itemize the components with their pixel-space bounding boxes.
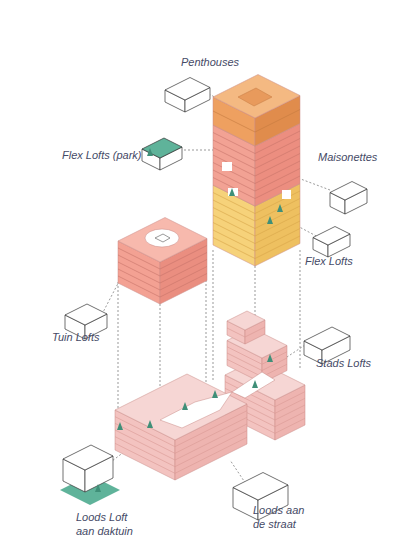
- roof-house: [155, 234, 170, 242]
- loggia: [282, 190, 291, 199]
- unit-icon-top: [65, 304, 107, 325]
- tower-yellow-floor-line: [213, 206, 300, 229]
- leader-line: [300, 250, 301, 370]
- roof-garden: [145, 229, 179, 247]
- base-block-floor-line: [115, 424, 247, 460]
- base-block-floor-line: [227, 347, 287, 365]
- tree: [252, 380, 258, 388]
- base-block-floor-line: [115, 437, 247, 473]
- tree: [117, 422, 123, 430]
- tuin-block-top: [118, 218, 207, 263]
- tuin-block-floor-line: [118, 267, 207, 291]
- base-block-top: [227, 311, 265, 330]
- unit-label: Maisonettes: [318, 150, 398, 164]
- tuin-block-floor-line: [118, 260, 207, 284]
- base-block-top: [115, 374, 247, 440]
- loggia: [222, 162, 232, 171]
- unit-icon-top: [165, 78, 210, 101]
- tuin-block-floor-line: [118, 253, 207, 277]
- tree: [267, 216, 273, 224]
- unit-label: Tuin Lofts: [52, 330, 132, 344]
- unit-icon-top: [142, 138, 182, 158]
- unit-label: Loods Loft aan daktuin: [76, 510, 142, 538]
- tower-pink-floor-line: [213, 176, 300, 199]
- unit-icon-top: [63, 445, 113, 470]
- base-block-floor-line: [227, 327, 265, 337]
- tree: [212, 390, 218, 398]
- roof-opening: [238, 88, 272, 106]
- leader-line: [206, 280, 207, 400]
- unit-label: Flex Lofts: [305, 254, 385, 268]
- tree: [229, 188, 235, 196]
- unit-icon-top: [313, 227, 350, 246]
- tower-yellow-floor-line: [213, 214, 300, 237]
- tower-pink-floor-line: [213, 161, 300, 184]
- unit-icon-top: [304, 327, 350, 350]
- tower-yellow-floor-line: [213, 236, 300, 259]
- tuin-block-floor-line: [118, 246, 207, 270]
- tree: [147, 420, 153, 428]
- tower-orange-top: [213, 75, 300, 119]
- courtyard: [160, 392, 232, 428]
- leader-line: [213, 250, 214, 380]
- unit-label: Flex Lofts (park): [62, 148, 172, 162]
- courtyard: [232, 372, 275, 398]
- tree: [277, 204, 283, 212]
- tree: [267, 354, 273, 362]
- tree: [147, 148, 153, 156]
- tree: [95, 484, 101, 492]
- tower-yellow-floor-line: [213, 221, 300, 244]
- base-block-floor-line: [227, 353, 287, 371]
- base-block-floor-line: [227, 359, 287, 377]
- unit-label: Penthouses: [170, 55, 250, 69]
- tower-orange-floor-line: [213, 110, 300, 133]
- unit-icon-top: [233, 473, 288, 501]
- tower-yellow-floor-line: [213, 229, 300, 252]
- tower-pink-floor-line: [213, 169, 300, 192]
- base-block-floor-line: [115, 431, 247, 467]
- unit-label: Loods aan de straat: [253, 503, 313, 531]
- leader-line: [118, 282, 119, 410]
- tuin-block-floor-line: [118, 274, 207, 298]
- unit-icon-top: [330, 182, 367, 201]
- tree: [182, 402, 188, 410]
- tower-pink-floor-line: [213, 154, 300, 177]
- unit-label: Stads Lofts: [316, 356, 396, 370]
- loggia: [228, 188, 238, 196]
